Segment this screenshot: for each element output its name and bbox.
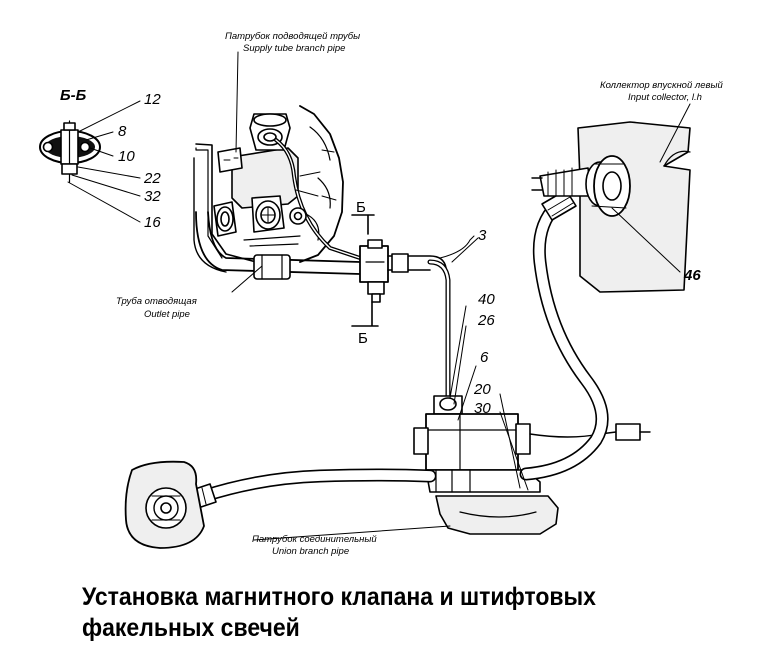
leader-46: [611, 207, 681, 273]
label-union-en: Union branch pipe: [272, 546, 350, 557]
label-collector-ru: Коллектор впускной левый: [600, 80, 723, 91]
label-outlet-en: Outlet pipe: [144, 309, 190, 320]
part-label-46: 46: [684, 267, 701, 284]
part-label-10: 10: [118, 148, 135, 165]
section-mark-top: Б: [356, 199, 366, 216]
part-label-32: 32: [144, 188, 161, 205]
intake-collector: [577, 121, 691, 293]
label-supply-ru: Патрубок подводящей трубы: [225, 31, 361, 42]
pipe-3: [427, 235, 475, 403]
lower-hose: [185, 468, 437, 511]
leader-40: [449, 305, 467, 399]
label-collector-en: Input collector, l.h: [628, 92, 702, 103]
part-label-6: 6: [480, 349, 489, 366]
part-label-8: 8: [118, 123, 127, 140]
glow-plug-46: [531, 155, 631, 217]
figure-caption: Установка магнитного клапана и штифтовых…: [82, 582, 708, 644]
part-label-16: 16: [144, 214, 161, 231]
leader-lines: [231, 51, 691, 541]
engine-block: [193, 105, 344, 273]
leader-outlet: [231, 265, 263, 293]
right-hose: [519, 189, 609, 481]
part-label-12: 12: [144, 91, 161, 108]
supply-tube-block: [213, 113, 362, 260]
part-label-40: 40: [478, 291, 495, 308]
section-mark-bottom: Б: [358, 330, 368, 347]
leader-3: [451, 237, 479, 263]
section-bb-detail: [39, 100, 141, 223]
leader-collector: [659, 103, 691, 163]
label-union-ru: Патрубок соединительный: [252, 534, 377, 545]
part-label-26: 26: [478, 312, 495, 329]
lower-mount-block: [435, 495, 559, 535]
solenoid-valve-assembly: [359, 239, 447, 303]
part-label-22: 22: [144, 170, 161, 187]
section-title: Б-Б: [60, 87, 87, 104]
leader-30: [499, 411, 529, 491]
leader-6: [457, 365, 477, 421]
outlet-pipe: [195, 211, 361, 280]
part-label-20: 20: [474, 381, 491, 398]
leader-union: [253, 525, 451, 541]
leader-supply: [235, 51, 239, 153]
caption-line-1: Установка магнитного клапана и штифтовых: [82, 583, 596, 611]
label-outlet-ru: Труба отводящая: [116, 296, 197, 307]
left-flange: [124, 460, 205, 549]
label-supply-en: Supply tube branch pipe: [243, 43, 346, 54]
part-label-30: 30: [474, 400, 491, 417]
part-label-3: 3: [478, 227, 487, 244]
section-cut-marks: [351, 214, 379, 327]
leader-26: [453, 325, 467, 405]
caption-line-2: факельных свечей: [82, 614, 300, 642]
